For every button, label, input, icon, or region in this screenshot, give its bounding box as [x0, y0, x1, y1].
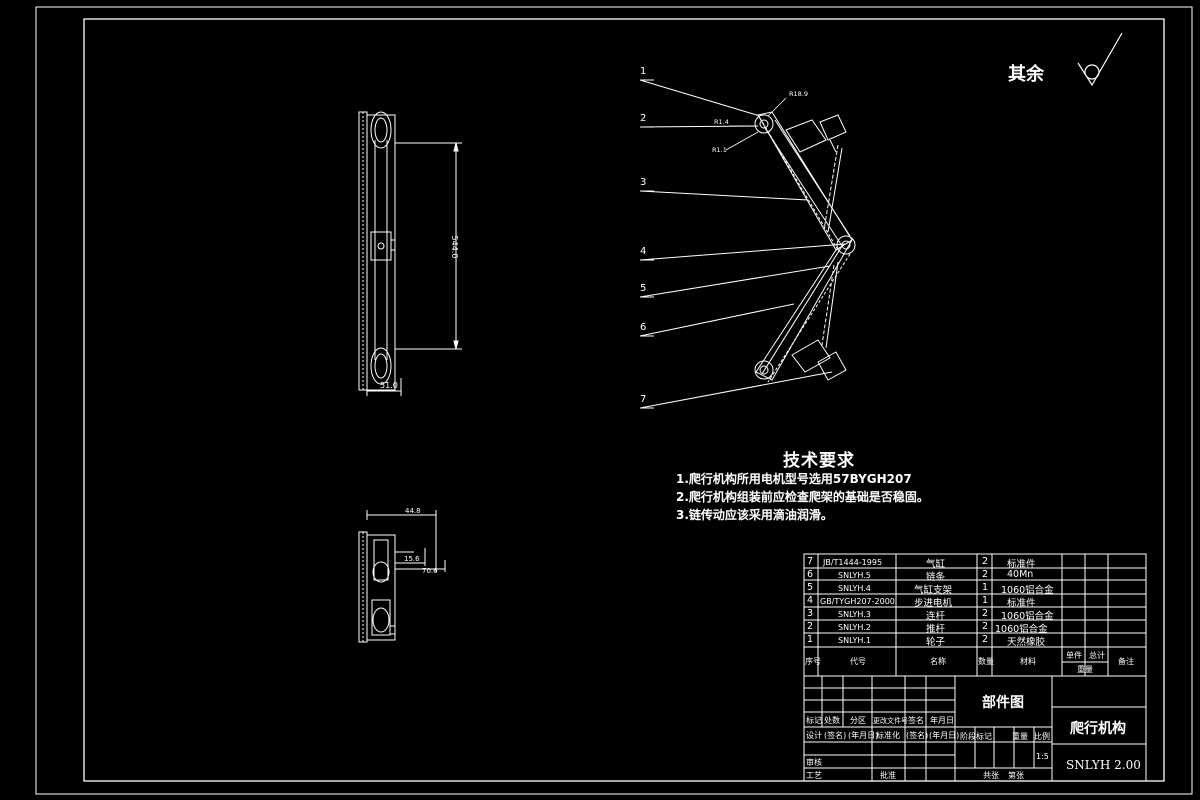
dim-r2: R1.4 [714, 118, 729, 126]
bom-code: SNLYH.2 [838, 623, 871, 632]
bom-material: 天然橡胶 [1007, 637, 1046, 648]
tb-signature: 签名 [908, 716, 924, 725]
balloon-2: 2 [640, 113, 647, 124]
balloon-3: 3 [640, 177, 647, 188]
dim-side-c: 70.6 [422, 567, 438, 575]
dim-width-front: 51.0 [380, 381, 398, 390]
bom-material: 1060铝合金 [995, 624, 1048, 635]
bom-material: 标准件 [1007, 559, 1036, 570]
bom-material: 标准件 [1007, 598, 1036, 609]
mechanism-view [754, 111, 856, 383]
bom-code: SNLYH.5 [838, 571, 871, 580]
bom-header-total: 总计 [1089, 651, 1105, 660]
balloon-4: 4 [640, 246, 647, 257]
bom-qty: 2 [982, 569, 989, 580]
balloon-5: 5 [640, 283, 647, 294]
bom-name: 推杆 [926, 624, 946, 635]
dim-r1: R18.9 [789, 90, 808, 98]
tb-approve: 批准 [880, 771, 896, 780]
dim-height: 544.0 [450, 236, 459, 259]
tb-part-name: 爬行机构 [1070, 721, 1126, 737]
tb-zone: 分区 [850, 716, 866, 725]
tb-std-sign: (签名) [906, 731, 929, 740]
inner-frame [83, 18, 1165, 782]
bom-material: 1060铝合金 [1001, 585, 1054, 596]
dim-r3: R1.1 [712, 146, 727, 154]
tb-design-sign: (签名) [824, 731, 847, 740]
balloon-leaders [639, 79, 847, 409]
bom-name: 连杆 [926, 611, 946, 622]
tb-design-date: (年月日) [848, 731, 879, 740]
dim-side-b: 15.6 [404, 555, 420, 563]
bom-header-name: 名称 [930, 657, 946, 666]
bom-qty: 2 [982, 621, 989, 632]
bom-no: 4 [807, 595, 814, 606]
bom-no: 2 [807, 621, 814, 632]
tb-drawing-type: 部件图 [982, 695, 1024, 711]
bom-header-remark: 备注 [1118, 657, 1134, 666]
bom-qty: 2 [982, 556, 989, 567]
bom-name: 链条 [926, 572, 946, 583]
tb-review: 审核 [806, 758, 822, 767]
bom-name: 步进电机 [914, 598, 953, 609]
side-view [358, 510, 446, 643]
requirements-title: 技术要求 [783, 451, 855, 471]
dim-side-a: 44.8 [405, 507, 421, 515]
requirement-1: 1.爬行机构所用电机型号选用57BYGH207 [676, 472, 912, 486]
tb-weight: 重量 [1012, 732, 1028, 741]
bom-header-qty: 数量 [978, 657, 994, 666]
bom-material: 1060铝合金 [1001, 611, 1054, 622]
bom-code: SNLYH.4 [838, 584, 871, 593]
balloon-6: 6 [640, 322, 647, 333]
tb-count: 处数 [824, 716, 840, 725]
tb-stage-mark: 阶段标记 [960, 732, 992, 741]
tb-date: 年月日 [930, 716, 954, 725]
tb-scale: 1:5 [1036, 752, 1049, 761]
tb-sheet-no: 第张 [1008, 771, 1024, 780]
bom-name: 轮子 [926, 637, 946, 648]
tb-change-no: 更改文件号 [873, 717, 908, 725]
bom-no: 3 [807, 608, 814, 619]
bom-grid [803, 553, 1147, 677]
bom-no: 1 [807, 634, 814, 645]
roughness-symbol [1077, 32, 1123, 87]
bom-code: SNLYH.3 [838, 610, 871, 619]
tb-mark: 标记 [806, 716, 822, 725]
bom-no: 6 [807, 569, 814, 580]
tb-sheets-total: 共张 [983, 771, 999, 780]
bom-code: SNLYH.1 [838, 636, 871, 645]
bom-no: 7 [807, 556, 814, 567]
front-view [358, 111, 462, 396]
bom-header-material: 材料 [1020, 657, 1036, 666]
outer-frame [35, 6, 1193, 795]
tb-ratio: 比例 [1034, 732, 1050, 741]
tb-design: 设计 [806, 731, 822, 740]
bom-qty: 1 [982, 595, 989, 606]
requirement-2: 2.爬行机构组装前应检查爬架的基础是否稳固。 [676, 490, 929, 504]
bom-header-single: 单件 [1066, 651, 1082, 660]
bom-material: 40Mn [1007, 569, 1034, 580]
bom-name: 气缸支架 [914, 585, 953, 596]
balloon-7: 7 [640, 394, 647, 405]
bom-code: GB/TYGH207-2000 [820, 597, 895, 606]
title-block-grid [803, 675, 1147, 782]
requirement-3: 3.链传动应该采用滴油润滑。 [676, 508, 833, 522]
bom-header-no: 序号 [805, 657, 821, 666]
tb-drawing-no: SNLYH 2.00 [1066, 758, 1141, 772]
bom-qty: 2 [982, 608, 989, 619]
tb-standardize: 标准化 [876, 731, 900, 740]
bom-qty: 1 [982, 582, 989, 593]
bom-name: 气缸 [926, 559, 946, 570]
tb-std-date: (年月日) [929, 731, 960, 740]
tb-process: 工艺 [806, 771, 822, 780]
balloon-1: 1 [640, 66, 647, 77]
bom-code: JB/T1444-1995 [823, 558, 883, 567]
bom-no: 5 [807, 582, 814, 593]
bom-header-weight: 重量 [1077, 665, 1093, 674]
bom-header-code: 代号 [850, 657, 866, 666]
roughness-label: 其余 [1008, 64, 1044, 85]
bom-qty: 2 [982, 634, 989, 645]
